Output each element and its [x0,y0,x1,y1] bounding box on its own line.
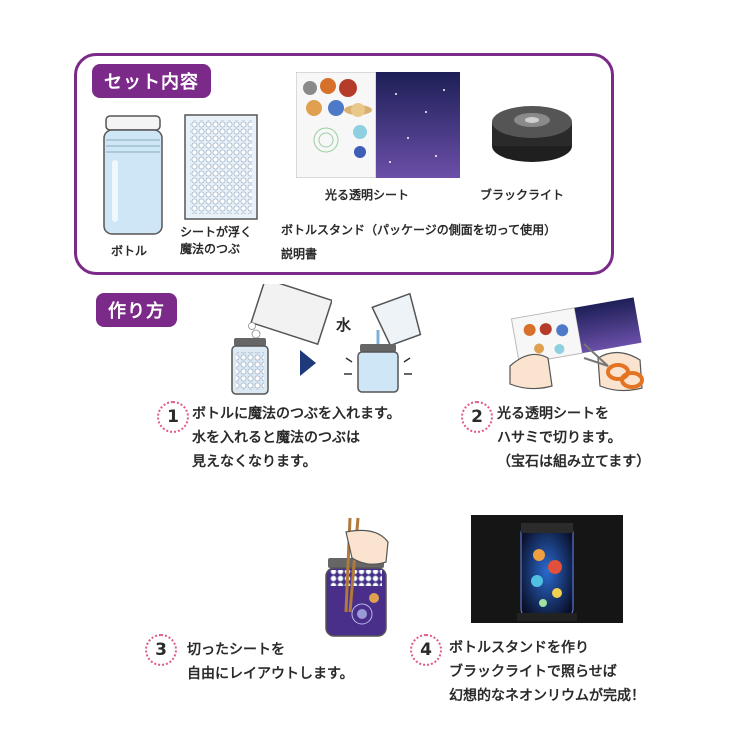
step-3-number: 3 [145,634,177,666]
cut-sheet-illustration [509,297,644,392]
beads-sheet-illustration [184,114,258,220]
bottle-label: ボトル [111,244,148,258]
step-4-text: ボトルスタンドを作り ブラックライトで照らせば 幻想的なネオンリウムが完成！ [449,640,645,704]
water-label: 水 [336,316,352,334]
completed-neonrium-photo [471,515,623,623]
arrow-icon [300,350,316,376]
step-4-number: 4 [410,634,442,666]
pour-water-illustration [344,292,422,393]
bottle-illustration [103,115,163,235]
set-contents-heading: セット内容 [92,64,211,98]
blacklight-label: ブラックライト [480,188,565,202]
step-3-text: 切ったシートを 自由にレイアウトします。 [187,642,354,682]
set-contents-panel [74,53,614,275]
step-1-number: 1 [157,401,189,433]
manual-label: 説明書 [281,247,318,261]
pour-beads-illustration [231,284,332,395]
stand-label: ボトルスタンド（パッケージの側面を切って使用） [281,223,557,237]
glow-sheet-illustration [296,72,460,178]
glow-sheet-label: 光る透明シート [325,188,410,202]
beads-label: シートが浮く 魔法のつぶ [180,225,253,256]
step-2-number: 2 [461,401,493,433]
layout-sheet-illustration [325,517,389,637]
howto-heading: 作り方 [96,293,177,327]
blacklight-illustration [492,106,572,162]
step-1-text: ボトルに魔法のつぶを入れます。 水を入れると魔法のつぶは 見えなくなります。 [192,406,401,470]
step-2-text: 光る透明シートを ハサミで切ります。 （宝石は組み立てます） [497,406,651,470]
